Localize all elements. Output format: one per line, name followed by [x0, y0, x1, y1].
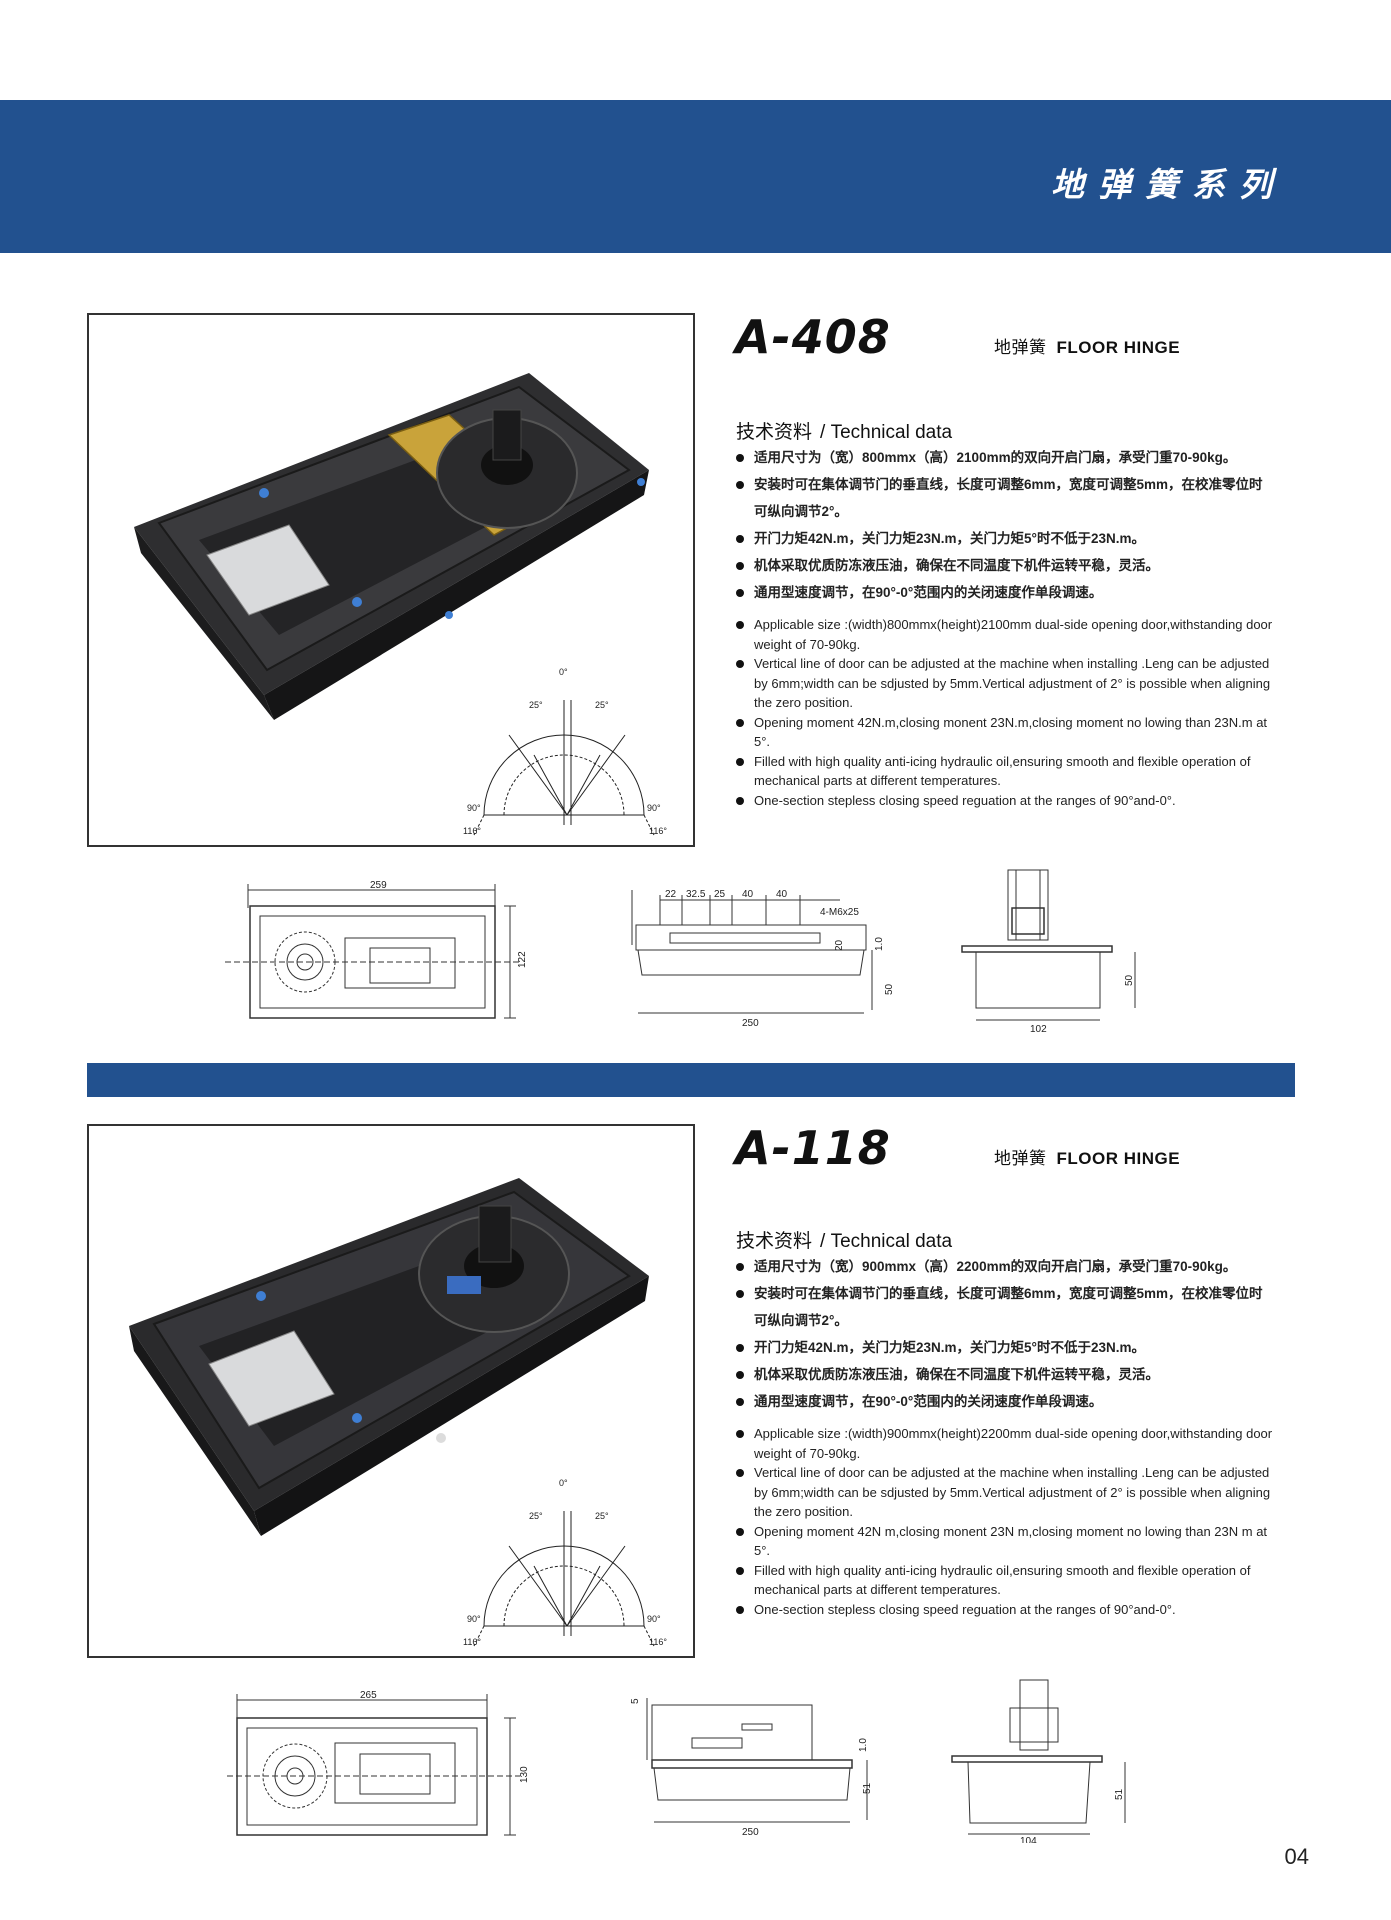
- dim-top-length: 265: [360, 1690, 377, 1701]
- model-name: A-408: [735, 310, 891, 364]
- angle-116-left-label: 116°: [463, 826, 481, 836]
- spec-list-en: Applicable size :(width)800mmx(height)21…: [734, 615, 1274, 810]
- header-banner: 地弹簧系列: [0, 100, 1391, 253]
- product-photo-box-a118: 0° 25° 25° 90° 90° 116° 116°: [87, 1124, 695, 1658]
- banner-title: 地弹簧系列: [1051, 165, 1286, 204]
- technical-data-heading: 技术资料/ Technical data: [736, 1231, 953, 1252]
- page-number: 04: [1284, 1844, 1309, 1869]
- spec-en-item: Applicable size :(width)800mmx(height)21…: [734, 615, 1274, 654]
- spec-cn-item: 适用尺寸为（宽）800mmx（高）2100mm的双向开启门扇，承受门重70-90…: [734, 444, 1274, 471]
- spec-en-item: Filled with high quality anti-icing hydr…: [734, 1561, 1274, 1600]
- spec-cn-item: 通用型速度调节，在90°-0°范围内的关闭速度作单段调速。: [734, 579, 1274, 606]
- product-photo-box-a408: 0° 25° 25° 90° 90° 116° 116°: [87, 313, 695, 847]
- spec-en-item: One-section stepless closing speed regua…: [734, 1600, 1274, 1620]
- drawing-end-view-a118: 51 104: [951, 1679, 1126, 1843]
- product-type: 地弹簧 FLOOR HINGE: [994, 333, 1180, 358]
- opening-angle-diagram: [473, 700, 655, 836]
- dim-side-10: 1.0: [858, 1738, 869, 1752]
- spec-cn-item: 安装时可在集体调节门的垂直线，长度可调整6mm，宽度可调整5mm，在校准零位时可…: [734, 1280, 1274, 1334]
- product-type-en: FLOOR HINGE: [1056, 338, 1181, 357]
- angle-25-right-label: 25°: [595, 1511, 609, 1521]
- angle-25-left-label: 25°: [529, 1511, 543, 1521]
- opening-angle-diagram: [473, 1511, 655, 1647]
- spec-en-item: Filled with high quality anti-icing hydr…: [734, 752, 1274, 791]
- spec-list-en: Applicable size :(width)900mmx(height)22…: [734, 1424, 1274, 1619]
- drawing-top-view-a408: 259 122: [225, 880, 528, 1019]
- angle-90-left-label: 90°: [467, 803, 481, 813]
- drawing-side-view-a118: 5 1.0 51 250: [630, 1698, 873, 1838]
- dim-side-screw: 4-M6x25: [820, 907, 859, 918]
- angle-116-right-label: 116°: [649, 1637, 667, 1647]
- spec-cn-item: 通用型速度调节，在90°-0°范围内的关闭速度作单段调速。: [734, 1388, 1274, 1415]
- spec-en-item: Applicable size :(width)900mmx(height)22…: [734, 1424, 1274, 1463]
- angle-90-right-label: 90°: [647, 803, 661, 813]
- spec-en-item: Opening moment 42N.m,closing monent 23N.…: [734, 713, 1274, 752]
- dim-side-length: 250: [742, 1018, 759, 1029]
- spec-en-item: Vertical line of door can be adjusted at…: [734, 654, 1274, 713]
- technical-data-heading: 技术资料/ Technical data: [736, 422, 953, 443]
- spec-en-item: Opening moment 42N m,closing monent 23N …: [734, 1522, 1274, 1561]
- spec-en-item: Vertical line of door can be adjusted at…: [734, 1463, 1274, 1522]
- dim-end-width: 104: [1020, 1836, 1037, 1843]
- floor-hinge-illustration: 0° 25° 25° 90° 90° 116° 116°: [134, 373, 667, 836]
- angle-116-left-label: 116°: [463, 1637, 481, 1647]
- drawing-top-view-a118: 265 130: [227, 1690, 530, 1836]
- dim-top-height: 130: [519, 1766, 530, 1783]
- spec-list-cn: 适用尺寸为（宽）800mmx（高）2100mm的双向开启门扇，承受门重70-90…: [734, 444, 1274, 606]
- spec-cn-item: 开门力矩42N.m，关门力矩23N.m，关门力矩5°时不低于23N.m。: [734, 1334, 1274, 1361]
- floor-hinge-illustration: 0° 25° 25° 90° 90° 116° 116°: [129, 1178, 667, 1647]
- spec-en-item: One-section stepless closing speed regua…: [734, 791, 1274, 811]
- spec-cn-item: 开门力矩42N.m，关门力矩23N.m，关门力矩5°时不低于23N.m。: [734, 525, 1274, 552]
- angle-90-left-label: 90°: [467, 1614, 481, 1624]
- dim-end-width: 102: [1030, 1024, 1047, 1033]
- product-type-cn: 地弹簧: [994, 338, 1047, 357]
- drawing-side-view-a408: 22 32.5 25 40 40 4-M6x25 20 1.0 50 250: [631, 889, 895, 1029]
- drawing-end-view-a408: 50 102: [961, 869, 1136, 1033]
- angle-25-right-label: 25°: [595, 700, 609, 710]
- spec-cn-item: 适用尺寸为（宽）900mmx（高）2200mm的双向开启门扇，承受门重70-90…: [734, 1253, 1274, 1280]
- dim-side-top: 5: [630, 1698, 641, 1704]
- dim-side-seg-5: 40: [776, 889, 788, 900]
- dim-top-height: 122: [517, 951, 528, 968]
- spec-list-cn: 适用尺寸为（宽）900mmx（高）2200mm的双向开启门扇，承受门重70-90…: [734, 1253, 1274, 1415]
- dim-side-seg-2: 32.5: [686, 889, 706, 900]
- angle-0-label: 0°: [559, 667, 568, 677]
- model-name: A-118: [735, 1121, 891, 1175]
- dim-end-depth: 51: [1114, 1788, 1125, 1800]
- spec-cn-item: 安装时可在集体调节门的垂直线，长度可调整6mm，宽度可调整5mm，在校准零位时可…: [734, 471, 1274, 525]
- dim-side-20: 20: [834, 939, 845, 951]
- angle-25-left-label: 25°: [529, 700, 543, 710]
- dim-top-length: 259: [370, 880, 387, 891]
- spec-cn-item: 机体采取优质防冻液压油，确保在不同温度下机件运转平稳，灵活。: [734, 552, 1274, 579]
- dim-side-seg-1: 22: [665, 889, 677, 900]
- product-type-en: FLOOR HINGE: [1056, 1149, 1181, 1168]
- dim-side-10: 1.0: [874, 937, 885, 951]
- dim-side-depth: 50: [884, 983, 895, 995]
- product-type: 地弹簧 FLOOR HINGE: [994, 1144, 1180, 1169]
- spec-cn-item: 机体采取优质防冻液压油，确保在不同温度下机件运转平稳，灵活。: [734, 1361, 1274, 1388]
- dim-end-depth: 50: [1124, 974, 1135, 986]
- angle-90-right-label: 90°: [647, 1614, 661, 1624]
- dim-side-seg-4: 40: [742, 889, 754, 900]
- dim-side-seg-3: 25: [714, 889, 726, 900]
- angle-0-label: 0°: [559, 1478, 568, 1488]
- dim-side-depth: 51: [862, 1782, 873, 1794]
- dim-side-length: 250: [742, 1827, 759, 1838]
- angle-116-right-label: 116°: [649, 826, 667, 836]
- section-divider: [87, 1063, 1295, 1097]
- product-type-cn: 地弹簧: [994, 1149, 1047, 1168]
